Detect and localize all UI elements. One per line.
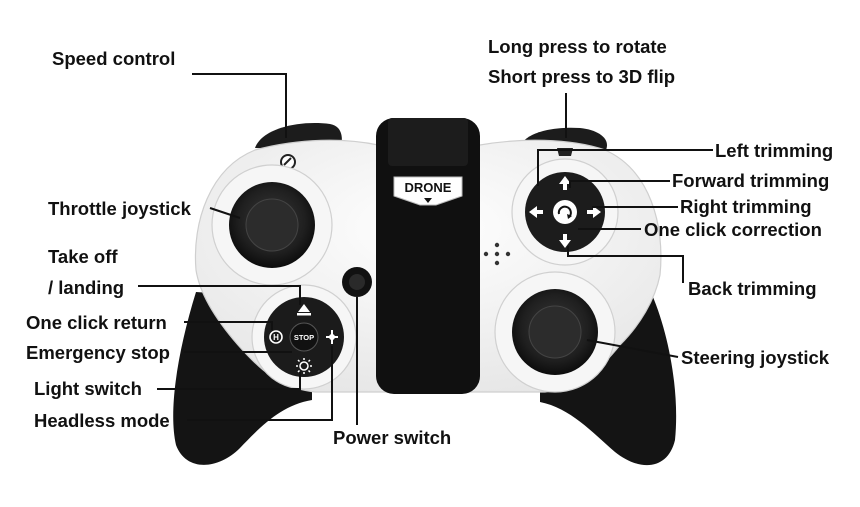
label-emergency-stop: Emergency stop xyxy=(26,342,170,363)
arrow-right-icon[interactable] xyxy=(587,206,601,218)
label-takeoff-line2: / landing xyxy=(48,277,125,298)
label-one-click-correction: One click correction xyxy=(644,219,822,240)
label-back-trimming: Back trimming xyxy=(688,278,817,299)
label-rotate-line2: Short press to 3D flip xyxy=(488,66,676,87)
emergency-stop-button[interactable] xyxy=(289,322,319,352)
brand-badge xyxy=(393,176,463,206)
label-rotate-line1: Long press to rotate xyxy=(488,36,667,57)
label-throttle-joystick: Throttle joystick xyxy=(48,198,191,219)
label-steering-joystick: Steering joystick xyxy=(681,347,830,368)
label-power-switch: Power switch xyxy=(333,427,452,448)
brand-label: DRONE xyxy=(405,180,452,195)
home-icon[interactable]: H xyxy=(269,330,283,344)
label-speed-control: Speed control xyxy=(52,48,176,69)
sun-icon[interactable] xyxy=(296,358,312,374)
takeoff-icon[interactable] xyxy=(297,304,311,316)
svg-text:H: H xyxy=(273,333,279,342)
leader-lines xyxy=(138,73,713,425)
label-right-trimming: Right trimming xyxy=(680,196,812,217)
phone-holder-top xyxy=(388,118,468,166)
arrow-down-icon[interactable] xyxy=(559,234,571,248)
label-takeoff-line1: Take off xyxy=(48,246,118,267)
stop-button-label: STOP xyxy=(294,333,314,342)
speaker-grille-icon xyxy=(483,242,511,266)
label-one-click-return: One click return xyxy=(26,312,167,333)
arrow-up-icon[interactable] xyxy=(559,176,571,190)
one-click-correction-button[interactable] xyxy=(553,200,577,224)
label-left-trimming: Left trimming xyxy=(715,140,834,161)
label-headless-mode: Headless mode xyxy=(34,410,170,431)
rotate-icon xyxy=(557,205,572,218)
label-light-switch: Light switch xyxy=(34,378,142,399)
label-forward-trimming: Forward trimming xyxy=(672,170,830,191)
arrow-left-icon[interactable] xyxy=(529,206,543,218)
headless-icon[interactable] xyxy=(326,330,338,344)
